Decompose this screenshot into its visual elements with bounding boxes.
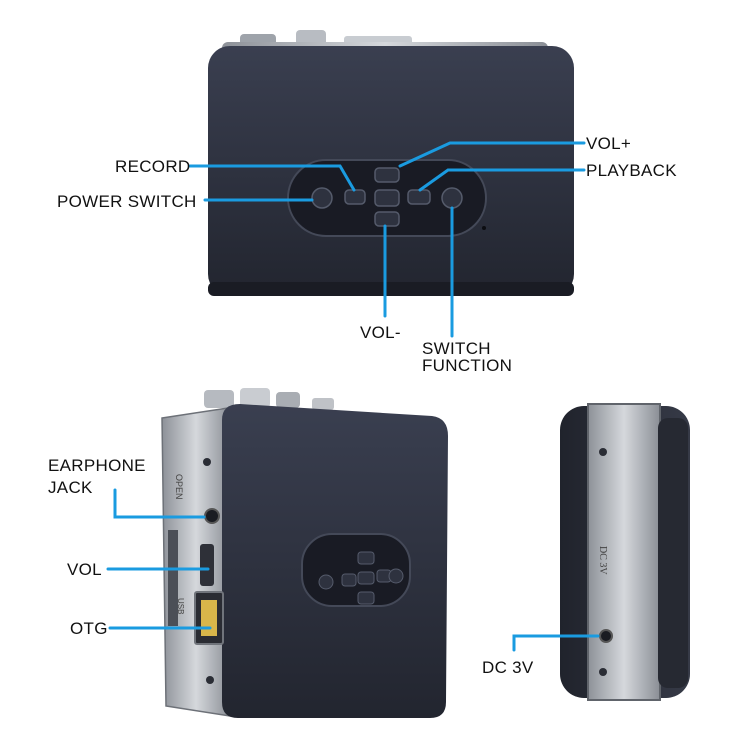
dc-3v-callout-line bbox=[512, 634, 600, 652]
switch-function-button[interactable] bbox=[441, 187, 463, 209]
switch-function-label-line1: SWITCH bbox=[422, 339, 491, 358]
vol-minus-label: VOL- bbox=[360, 323, 401, 342]
playback-callout-line bbox=[418, 168, 586, 192]
record-callout-line bbox=[188, 164, 356, 192]
device-front-view bbox=[208, 30, 574, 296]
callout-lines bbox=[106, 141, 600, 652]
vol-label: VOL bbox=[67, 560, 102, 579]
vol-minus-button[interactable] bbox=[374, 211, 400, 227]
earphone-jack-port bbox=[204, 508, 220, 524]
playback-button[interactable] bbox=[407, 189, 431, 205]
dc-3v-engraving: DC 3V bbox=[597, 546, 608, 575]
switch-function-label-line2: FUNCTION bbox=[422, 356, 513, 375]
earphone-jack-callout-line bbox=[113, 488, 206, 519]
record-button[interactable] bbox=[344, 189, 366, 205]
vol-plus-callout-line bbox=[398, 141, 586, 168]
play-center-button[interactable] bbox=[374, 189, 400, 207]
record-label: RECORD bbox=[115, 157, 191, 176]
playback-label: PLAYBACK bbox=[586, 161, 677, 180]
device-side-view: DC 3V bbox=[560, 403, 690, 701]
vol-plus-label: VOL+ bbox=[586, 134, 632, 153]
dc-3v-label: DC 3V bbox=[482, 658, 534, 677]
power-switch-button[interactable] bbox=[311, 187, 333, 209]
earphone-jack-label-line2: JACK bbox=[48, 478, 93, 497]
usb-engraving: USB bbox=[176, 598, 185, 614]
power-switch-label: POWER SWITCH bbox=[57, 192, 197, 211]
dc-3v-port bbox=[599, 629, 613, 643]
earphone-jack-label-line1: EARPHONE bbox=[48, 456, 146, 475]
device-angled-view: OPEN USB bbox=[161, 388, 448, 718]
vol-wheel bbox=[200, 544, 214, 586]
otg-label: OTG bbox=[70, 619, 108, 638]
open-engraving: OPEN bbox=[174, 474, 184, 500]
vol-plus-button[interactable] bbox=[374, 167, 400, 183]
